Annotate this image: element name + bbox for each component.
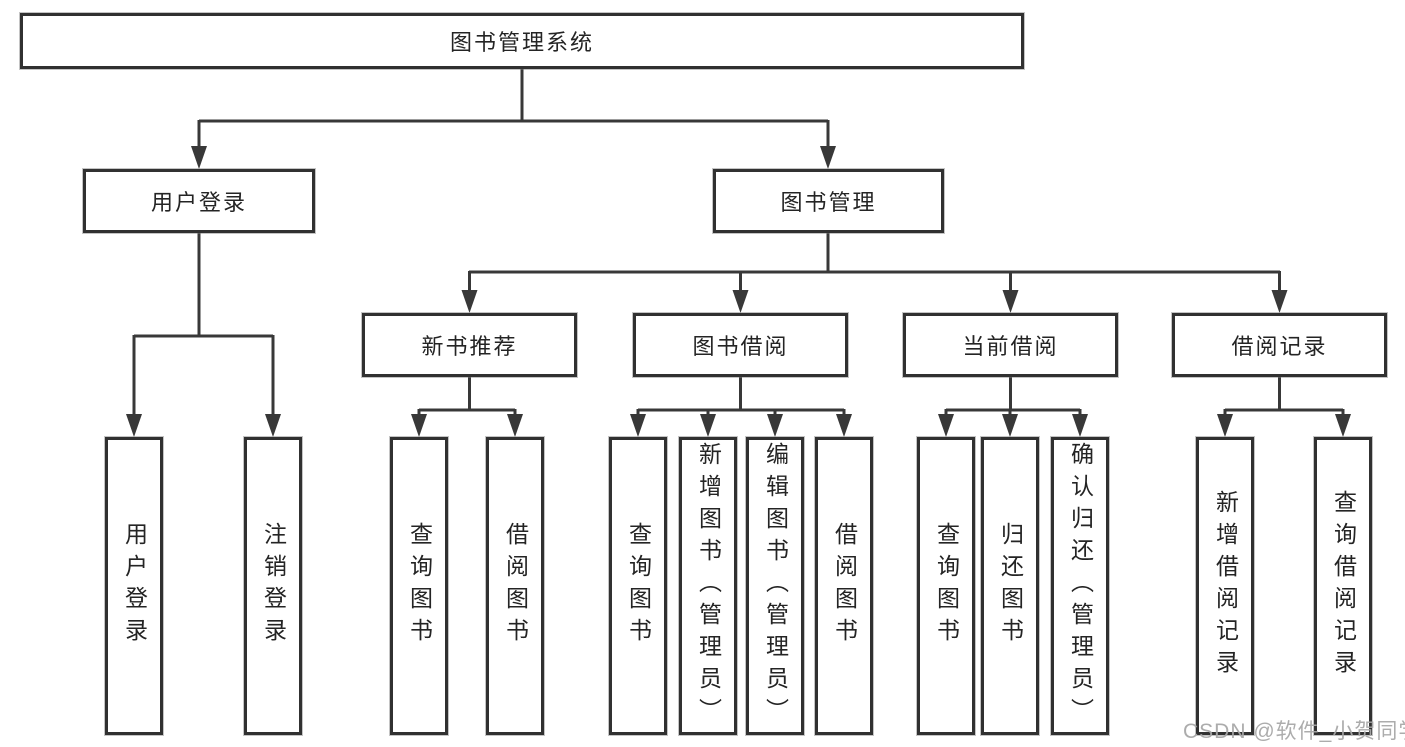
leaf-borrow-books: 借阅图书 [815, 437, 873, 735]
node-borrow-records-label: 借阅记录 [1231, 334, 1328, 359]
leaf-borrow-books-label: 借阅图书 [831, 522, 858, 650]
arrowhead [700, 414, 716, 437]
node-book-borrowing: 图书借阅 [633, 313, 848, 377]
leaf-edit-books-admin-label: 编辑图书（管理员） [762, 442, 789, 730]
leaf-confirm-return-admin-label: 确认归还（管理员） [1067, 442, 1094, 730]
leaf-confirm-return-admin: 确认归还（管理员） [1051, 437, 1109, 735]
arrowhead [820, 146, 836, 169]
arrowhead [767, 414, 783, 437]
leaf-edit-books-admin: 编辑图书（管理员） [746, 437, 804, 735]
node-user-login-label: 用户登录 [150, 190, 247, 215]
arrowhead [938, 414, 954, 437]
node-root-label: 图书管理系统 [449, 30, 594, 55]
arrowhead [1271, 290, 1288, 313]
arrowhead [732, 290, 749, 313]
leaf-user-login-label: 用户登录 [121, 522, 148, 650]
leaf-query-books-borrowing-label: 查询图书 [625, 522, 652, 650]
node-borrow-records: 借阅记录 [1172, 313, 1387, 377]
leaf-query-borrow-record-label: 查询借阅记录 [1330, 490, 1357, 682]
node-new-book-recommend: 新书推荐 [362, 313, 577, 377]
csdn-watermark: CSDN @软件_小贺同学 [1183, 720, 1405, 743]
leaf-query-books-current-label: 查询图书 [933, 522, 960, 650]
arrowhead [461, 290, 478, 313]
leaf-borrow-books-recommend-label: 借阅图书 [502, 522, 529, 650]
leaf-return-books-label: 归还图书 [997, 522, 1024, 650]
leaf-query-books-borrowing: 查询图书 [609, 437, 667, 735]
leaf-add-books-admin-label: 新增图书（管理员） [695, 442, 722, 730]
arrowhead [630, 414, 646, 437]
arrowhead [265, 414, 281, 437]
node-book-management: 图书管理 [713, 169, 944, 233]
leaf-borrow-books-recommend: 借阅图书 [486, 437, 544, 735]
connector-lines [132, 69, 1345, 418]
arrowheads [126, 146, 1351, 437]
arrowhead [126, 414, 142, 437]
arrowhead [191, 146, 207, 169]
node-current-borrowing: 当前借阅 [903, 313, 1118, 377]
node-book-management-label: 图书管理 [780, 190, 877, 215]
leaf-return-books: 归还图书 [981, 437, 1039, 735]
node-new-book-recommend-label: 新书推荐 [421, 334, 518, 359]
leaf-add-books-admin: 新增图书（管理员） [679, 437, 737, 735]
leaf-query-books-recommend: 查询图书 [390, 437, 448, 735]
leaf-add-borrow-record: 新增借阅记录 [1196, 437, 1254, 735]
arrowhead [507, 414, 523, 437]
arrowhead [411, 414, 427, 437]
leaf-query-books-recommend-label: 查询图书 [406, 522, 433, 650]
node-user-login: 用户登录 [83, 169, 315, 233]
arrowhead [1217, 414, 1233, 437]
node-book-borrowing-label: 图书借阅 [692, 334, 789, 359]
arrowhead [1002, 290, 1019, 313]
leaf-query-borrow-record: 查询借阅记录 [1314, 437, 1372, 735]
leaf-user-login: 用户登录 [105, 437, 163, 735]
leaf-logout-label: 注销登录 [260, 522, 287, 650]
leaf-logout: 注销登录 [244, 437, 302, 735]
arrowhead [1335, 414, 1351, 437]
node-root: 图书管理系统 [20, 13, 1024, 69]
leaf-query-books-current: 查询图书 [917, 437, 975, 735]
leaf-add-borrow-record-label: 新增借阅记录 [1212, 490, 1239, 682]
node-current-borrowing-label: 当前借阅 [962, 334, 1059, 359]
arrowhead [836, 414, 852, 437]
arrowhead [1002, 414, 1018, 437]
arrowhead [1072, 414, 1088, 437]
